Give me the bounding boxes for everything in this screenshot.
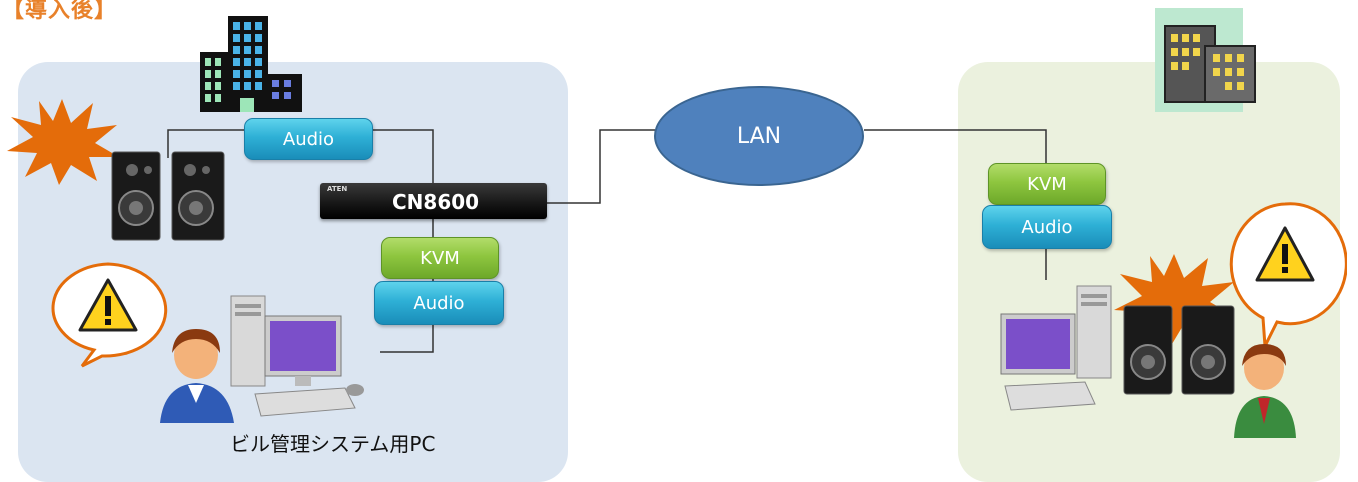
device-label: CN8600 <box>392 190 480 214</box>
connector-lines <box>167 129 1047 353</box>
desktop-pc-icon <box>1000 285 1112 411</box>
warning-speech-bubble-icon <box>1229 202 1347 350</box>
speaker-icon <box>1123 305 1235 395</box>
device-brand: ATEN <box>327 185 348 193</box>
line-audio-speaker <box>167 129 246 158</box>
office-building-icon <box>1155 8 1256 112</box>
user-icon <box>1234 344 1296 438</box>
line-audio-device <box>370 129 434 186</box>
kvm-box-left: KVM <box>381 237 499 279</box>
desktop-pc-icon <box>230 295 364 417</box>
office-building-icon <box>200 16 302 112</box>
audio-box-left-bottom: Audio <box>374 281 504 325</box>
line-audio-pc <box>380 320 434 353</box>
heading: 【導入後】 <box>2 0 118 23</box>
audio-box-right: Audio <box>982 205 1112 249</box>
kvm-box-right: KVM <box>988 163 1106 205</box>
kvm-switch-device <box>320 183 547 219</box>
user-icon <box>160 329 234 423</box>
lan-cloud: LAN <box>654 86 864 186</box>
pc-caption: ビル管理システム用PC <box>230 432 436 456</box>
line-device-lan <box>547 129 655 204</box>
alarm-burst-icon <box>7 99 119 185</box>
audio-box-top: Audio <box>244 118 373 160</box>
speaker-icon <box>111 151 225 241</box>
warning-speech-bubble-icon <box>51 262 168 368</box>
line-lan-right <box>864 129 1047 164</box>
